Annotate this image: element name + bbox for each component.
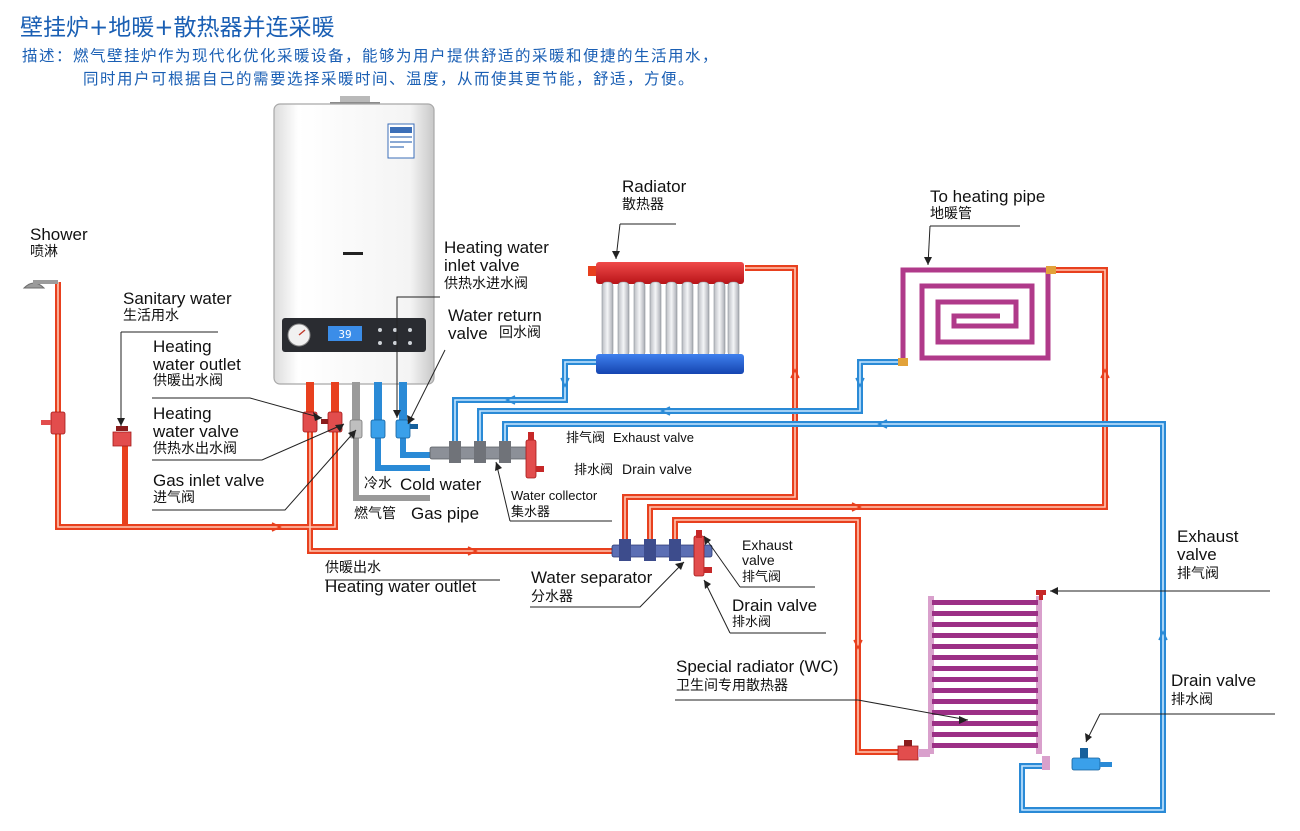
separator-drain-valve-label-en: Drain valve — [732, 596, 818, 615]
heating-water-valve-label-en-2: water valve — [153, 422, 239, 441]
heating-water-outlet-label-en-1: Heating — [153, 337, 212, 356]
to-heating-pipe-label-zh: 地暖管 — [930, 206, 972, 222]
floor-heating-coil — [900, 267, 1051, 362]
wc-exhaust-valve-label-en-1: Exhaust — [1177, 527, 1239, 546]
leader-lines — [120, 223, 1275, 743]
water-return-valve-label-en-1: Water return — [448, 306, 542, 325]
cold-water-label-zh: 冷水 — [364, 476, 392, 492]
boiler-display-value: 39 — [338, 328, 351, 341]
sanitary-water-label-en: Sanitary water — [123, 289, 232, 308]
flow-arrows — [271, 368, 1168, 650]
heating-water-inlet-valve-label-zh: 供热水进水阀 — [444, 276, 528, 292]
gas-pipe-label-zh: 燃气管 — [354, 506, 396, 522]
gas-pipe-label-en: Gas pipe — [411, 504, 480, 523]
collector-exhaust-valve-label-zh: 排气阀 — [566, 430, 606, 445]
description-line-1: 描述：燃气壁挂炉作为现代化优化采暖设备，能够为用户提供舒适的采暖和便捷的生活用水… — [22, 47, 720, 65]
boiler-valves — [302, 411, 418, 439]
cold-water-label-en: Cold water — [400, 475, 482, 494]
collector-exhaust-valve-label-en: Exhaust valve — [613, 430, 694, 445]
separator-exhaust-valve-label-en-1: Exhaust — [742, 537, 793, 553]
sanitary-water-valves — [41, 411, 132, 447]
leader-arrowheads — [117, 251, 1092, 742]
towel-radiator — [897, 590, 1112, 771]
separator-exhaust-valve-label-zh: 排气阀 — [742, 569, 782, 584]
collector-drain-valve-label-zh: 排水阀 — [574, 462, 614, 477]
gas-inlet-valve-label-en: Gas inlet valve — [153, 471, 265, 490]
separator-exhaust-valve-label-en-2: valve — [742, 552, 775, 568]
water-collector-label-en: Water collector — [511, 488, 598, 503]
water-separator — [611, 530, 713, 577]
page-title: 壁挂炉+地暖+散热器并连采暖 — [20, 15, 335, 41]
wc-drain-valve-label-zh: 排水阀 — [1171, 692, 1213, 708]
wc-exhaust-valve-label-en-2: valve — [1177, 545, 1217, 564]
heating-water-inlet-valve-label-en-1: Heating water — [444, 238, 549, 257]
heating-water-outlet-pipe-label-zh: 供暖出水 — [325, 560, 381, 576]
shower-fixture — [22, 280, 58, 289]
heating-water-outlet-pipe-label-en: Heating water outlet — [325, 577, 477, 596]
heating-water-outlet-label-en-2: water outlet — [153, 355, 241, 374]
separator-drain-valve-label-zh: 排水阀 — [732, 614, 772, 629]
water-collector-label-zh: 集水器 — [511, 504, 551, 519]
water-collector — [429, 432, 544, 479]
wall-hung-boiler: 39 — [273, 96, 435, 422]
description-line-2: 同时用户可根据自己的需要选择采暖时间、温度，从而使其更节能，舒适，方便。 — [83, 70, 696, 88]
heating-water-valve-label-en-1: Heating — [153, 404, 212, 423]
water-return-valve-label-zh: 回水阀 — [499, 325, 541, 341]
special-radiator-label-en: Special radiator (WC) — [676, 657, 839, 676]
heating-water-outlet-label-zh: 供暖出水阀 — [153, 373, 223, 389]
water-return-valve-label-en-2: valve — [448, 324, 488, 343]
shower-label-en: Shower — [30, 225, 88, 244]
radiator-label-en: Radiator — [622, 177, 687, 196]
water-separator-label-zh: 分水器 — [531, 589, 573, 605]
shower-label-zh: 喷淋 — [30, 244, 58, 260]
wc-exhaust-valve-label-zh: 排气阀 — [1177, 566, 1219, 582]
wc-drain-valve-label-en: Drain valve — [1171, 671, 1257, 690]
heating-water-inlet-valve-label-en-2: inlet valve — [444, 256, 520, 275]
collector-drain-valve-label-en: Drain valve — [622, 461, 693, 477]
special-radiator-label-zh: 卫生间专用散热器 — [676, 678, 788, 694]
heating-water-valve-label-zh: 供热水出水阀 — [153, 441, 237, 457]
to-heating-pipe-label-en: To heating pipe — [930, 187, 1046, 206]
sanitary-water-label-zh: 生活用水 — [123, 308, 179, 324]
gas-inlet-valve-label-zh: 进气阀 — [153, 490, 195, 506]
radiator-label-zh: 散热器 — [622, 197, 664, 213]
return-water-pipes — [375, 359, 1166, 813]
water-separator-label-en: Water separator — [531, 568, 653, 587]
panel-radiator — [588, 262, 744, 374]
